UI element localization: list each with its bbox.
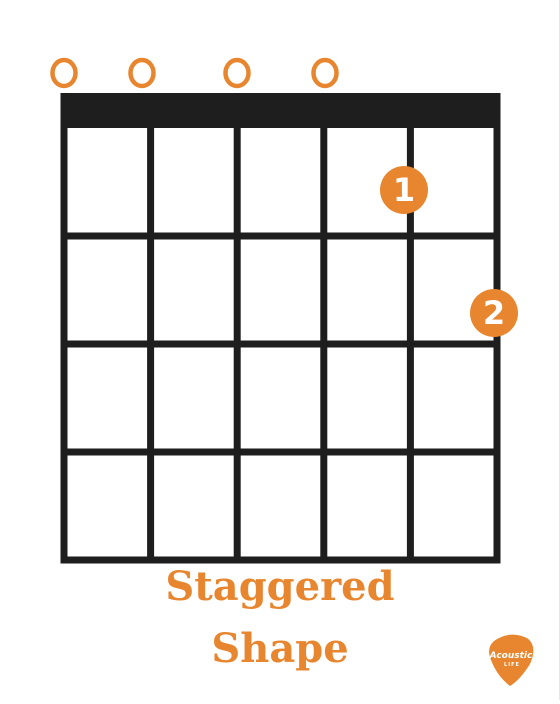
nut-bar bbox=[60, 93, 501, 128]
fretboard-grid bbox=[60, 93, 501, 564]
title-line-2: Shape bbox=[211, 625, 348, 672]
logo-subtext: LIFE bbox=[504, 662, 520, 668]
fret-line-4 bbox=[60, 556, 501, 564]
open-string-marker-2 bbox=[128, 57, 156, 89]
finger-number-1: 1 bbox=[393, 171, 415, 209]
fret-line-2 bbox=[60, 340, 501, 348]
finger-dot-2 bbox=[470, 289, 518, 337]
fret-line-3 bbox=[60, 448, 501, 456]
guitar-pick-logo-icon bbox=[489, 634, 534, 686]
finger-dot-1 bbox=[380, 166, 428, 214]
open-string-marker-1 bbox=[50, 57, 78, 89]
finger-dots: 12 bbox=[380, 166, 518, 337]
finger-number-2: 2 bbox=[483, 294, 505, 332]
open-string-marker-3 bbox=[223, 57, 251, 89]
title-line-1: Staggered bbox=[165, 563, 394, 610]
fret-line-1 bbox=[60, 232, 501, 240]
open-string-markers bbox=[50, 57, 339, 89]
open-string-marker-4 bbox=[311, 57, 339, 89]
logo-text: Acoustic bbox=[489, 651, 533, 661]
acoustic-life-logo: Acoustic LIFE bbox=[489, 634, 534, 686]
